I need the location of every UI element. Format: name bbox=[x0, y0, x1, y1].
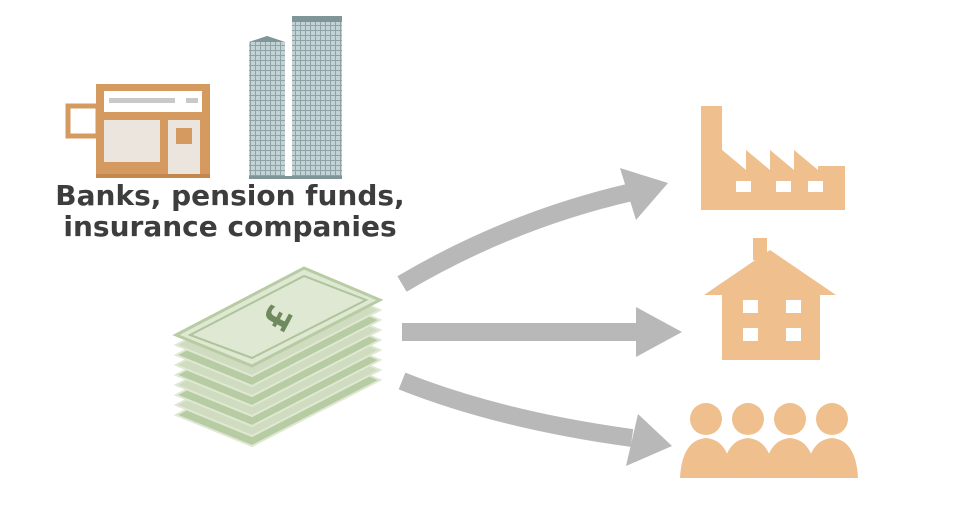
banknote-top: £ bbox=[172, 266, 384, 368]
person-icon bbox=[806, 403, 858, 478]
banknote-stack-icon: £ bbox=[172, 266, 384, 448]
lender-caption: Banks, pension funds, insurance companie… bbox=[40, 180, 420, 242]
person-icon bbox=[722, 403, 774, 478]
factory-icon bbox=[701, 106, 845, 210]
shop-icon bbox=[65, 84, 210, 178]
lender-caption-line-2: insurance companies bbox=[63, 210, 397, 243]
house-icon bbox=[704, 238, 836, 360]
skyscraper-icon bbox=[249, 16, 342, 179]
person-icon bbox=[680, 403, 732, 478]
people-icon bbox=[680, 403, 858, 478]
arrow-to-businesses bbox=[397, 168, 668, 292]
arrow-to-individuals bbox=[398, 372, 672, 466]
arrow-to-households bbox=[402, 307, 682, 357]
lender-caption-line-1: Banks, pension funds, bbox=[55, 179, 405, 212]
person-icon bbox=[764, 403, 816, 478]
